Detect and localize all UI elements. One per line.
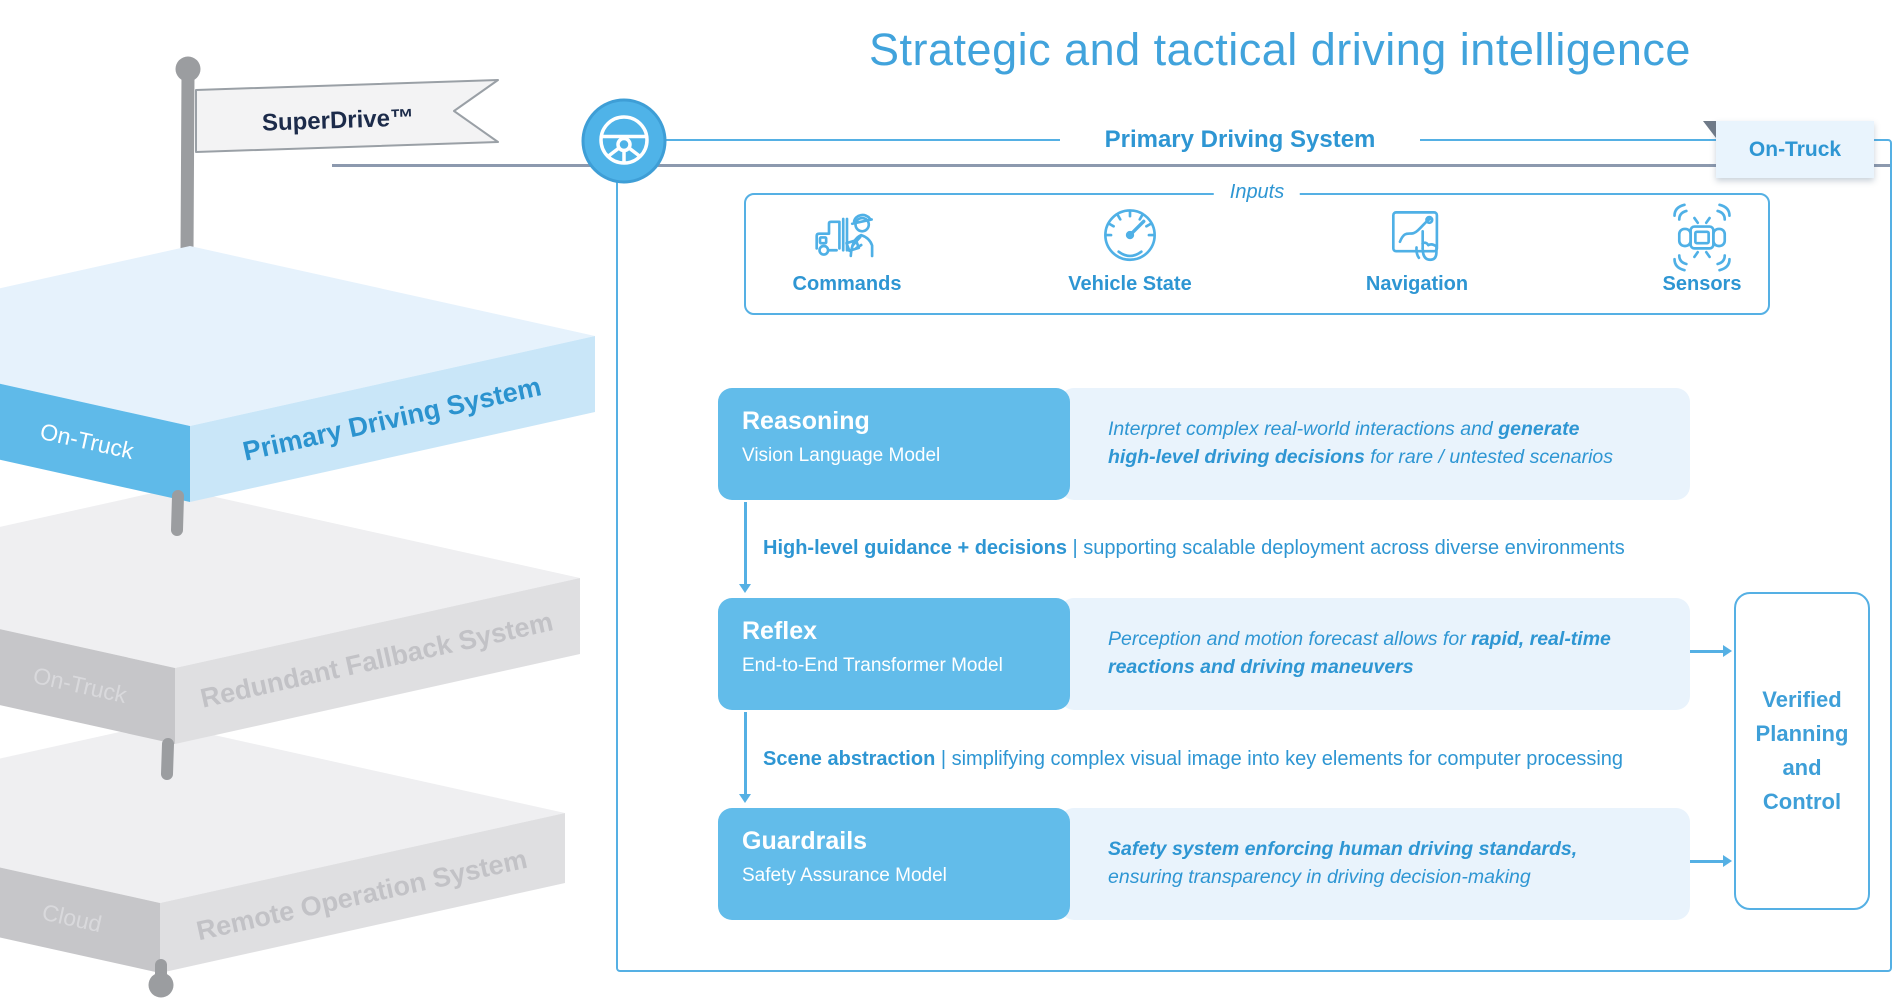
desc-text: Perception and motion forecast allows fo…	[1108, 628, 1472, 650]
arrow-reasoning-to-reflex	[744, 502, 747, 586]
connector-bold-text: High-level guidance + decisions	[763, 537, 1067, 559]
connector-text-scene-abstraction: Scene abstraction | simplifying complex …	[763, 748, 1623, 771]
flag-pole-segments	[148, 490, 184, 998]
input-label-sensors: Sensors	[1662, 273, 1742, 295]
model-subtitle: End-to-End Transformer Model	[742, 655, 1003, 676]
system-stack-illustration: Remote Operation System Cloud Redundant …	[0, 56, 595, 998]
badge-label: On-Truck	[1748, 137, 1842, 161]
desc-text: Interpret complex real-world interaction…	[1108, 418, 1499, 440]
arrow-reflex-to-output	[1690, 650, 1726, 653]
speedometer-icon	[1104, 209, 1156, 262]
on-truck-badge: On-Truck	[1703, 121, 1874, 178]
arrow-reflex-to-guardrails	[744, 712, 747, 796]
model-subtitle: Safety Assurance Model	[742, 865, 947, 886]
reflex-description: Perception and motion forecast allows fo…	[1060, 598, 1690, 710]
inputs-legend: Inputs	[1213, 181, 1301, 204]
stack-layer-remote-operation: Remote Operation System Cloud	[0, 723, 565, 973]
input-item-commands: Commands	[737, 201, 957, 296]
arrowhead-down-icon	[738, 584, 751, 593]
reasoning-description: Interpret complex real-world interaction…	[1060, 388, 1690, 500]
primary-driving-system-label: Primary Driving System	[1060, 121, 1420, 159]
arrowhead-down-icon	[738, 794, 751, 803]
input-item-vehicle-state: Vehicle State	[1020, 201, 1240, 296]
model-row-reflex: Perception and motion forecast allows fo…	[718, 598, 1692, 710]
input-label-commands: Commands	[792, 273, 902, 295]
truck-operator-icon	[815, 213, 874, 258]
model-title: Guardrails	[742, 827, 868, 855]
desc-text: ensuring transparency in driving decisio…	[1108, 866, 1531, 888]
inputs-group: Inputs Commands	[744, 181, 1770, 315]
output-line: Verified	[1762, 687, 1842, 712]
reflex-block: Reflex End-to-End Transformer Model	[718, 598, 1070, 710]
flag-pole	[175, 56, 201, 259]
output-line: and	[1782, 755, 1822, 780]
model-subtitle: Vision Language Model	[742, 445, 941, 466]
connector-bold-text: Scene abstraction	[763, 748, 936, 770]
verified-planning-control-box: Verified Planning and Control	[1734, 592, 1870, 910]
arrowhead-right-icon	[1723, 645, 1732, 657]
desc-text-bold: rapid, real-time	[1471, 628, 1611, 650]
stack-layer-redundant-fallback: Redundant Fallback System On-Truck	[0, 488, 580, 744]
input-label-vehicle-state: Vehicle State	[1068, 273, 1192, 295]
stack-to-badge-line	[332, 164, 1890, 167]
desc-text-bold: reactions and driving maneuvers	[1108, 656, 1414, 678]
superdrive-flag: SuperDrive™	[195, 79, 499, 153]
input-item-sensors: Sensors	[1592, 201, 1812, 296]
connector-rest-text: | supporting scalable deployment across …	[1066, 537, 1625, 559]
output-line: Control	[1762, 789, 1842, 814]
steering-wheel-icon	[580, 97, 668, 185]
guardrails-description: Safety system enforcing human driving st…	[1060, 808, 1690, 920]
desc-text: for rare / untested scenarios	[1364, 446, 1614, 468]
guardrails-block: Guardrails Safety Assurance Model	[718, 808, 1070, 920]
arrow-guardrails-to-output	[1690, 860, 1726, 863]
input-label-navigation: Navigation	[1365, 273, 1469, 295]
desc-text-bold: Safety system enforcing human driving st…	[1108, 838, 1578, 860]
connector-rest-text: | simplifying complex visual image into …	[935, 748, 1624, 770]
flag-label: SuperDrive™	[262, 104, 415, 136]
input-item-navigation: Navigation	[1307, 201, 1527, 296]
model-title: Reasoning	[742, 407, 870, 435]
connector-text-guidance: High-level guidance + decisions | suppor…	[763, 537, 1625, 560]
car-sensors-icon	[1673, 203, 1731, 272]
badge-fold-corner	[1703, 121, 1716, 138]
model-title: Reflex	[742, 617, 818, 645]
stack-layer-primary-driving: Primary Driving System On-Truck	[0, 246, 595, 502]
model-row-guardrails: Safety system enforcing human driving st…	[718, 808, 1692, 920]
page-title: Strategic and tactical driving intellige…	[869, 24, 1691, 75]
desc-text-bold: generate	[1498, 418, 1580, 440]
desc-text-bold: high-level driving decisions	[1108, 446, 1365, 468]
arrowhead-right-icon	[1723, 855, 1732, 867]
reasoning-block: Reasoning Vision Language Model	[718, 388, 1070, 500]
map-touch-icon	[1391, 211, 1439, 262]
model-row-reasoning: Interpret complex real-world interaction…	[718, 388, 1692, 500]
output-line: Planning	[1755, 721, 1849, 746]
